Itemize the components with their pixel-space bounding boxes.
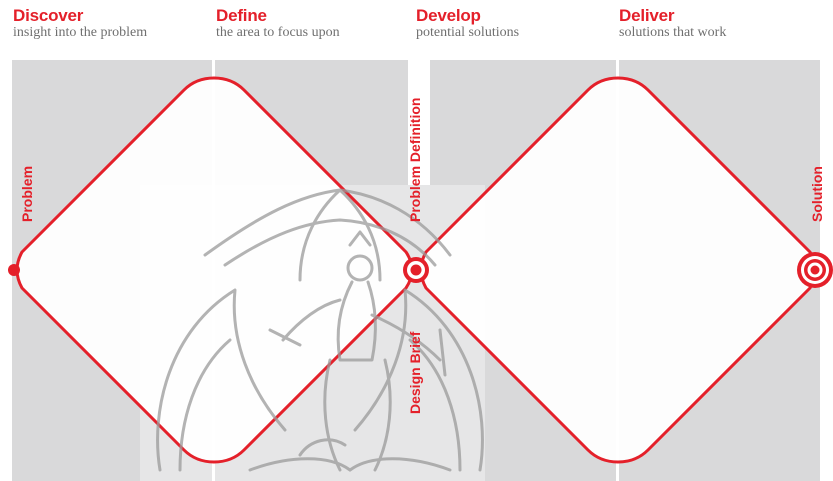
problem-marker [8, 264, 20, 276]
phase-title: Discover [13, 6, 147, 25]
phase-title: Define [216, 6, 340, 25]
phase-discover: Discover insight into the problem [13, 6, 147, 41]
phase-develop: Develop potential solutions [416, 6, 519, 41]
phase-subtitle: solutions that work [619, 25, 726, 41]
phase-deliver: Deliver solutions that work [619, 6, 726, 41]
phase-define: Define the area to focus upon [216, 6, 340, 41]
problem-definition-label: Problem Definition [407, 98, 423, 222]
phase-subtitle: the area to focus upon [216, 25, 340, 41]
solution-label: Solution [809, 166, 825, 222]
problem-definition-target-icon [403, 257, 429, 283]
phase-title: Develop [416, 6, 519, 25]
phase-subtitle: potential solutions [416, 25, 519, 41]
phase-title: Deliver [619, 6, 726, 25]
solution-target-icon [797, 252, 833, 288]
design-brief-label: Design Brief [407, 331, 423, 414]
problem-label: Problem [19, 166, 35, 222]
phase-subtitle: insight into the problem [13, 25, 147, 41]
